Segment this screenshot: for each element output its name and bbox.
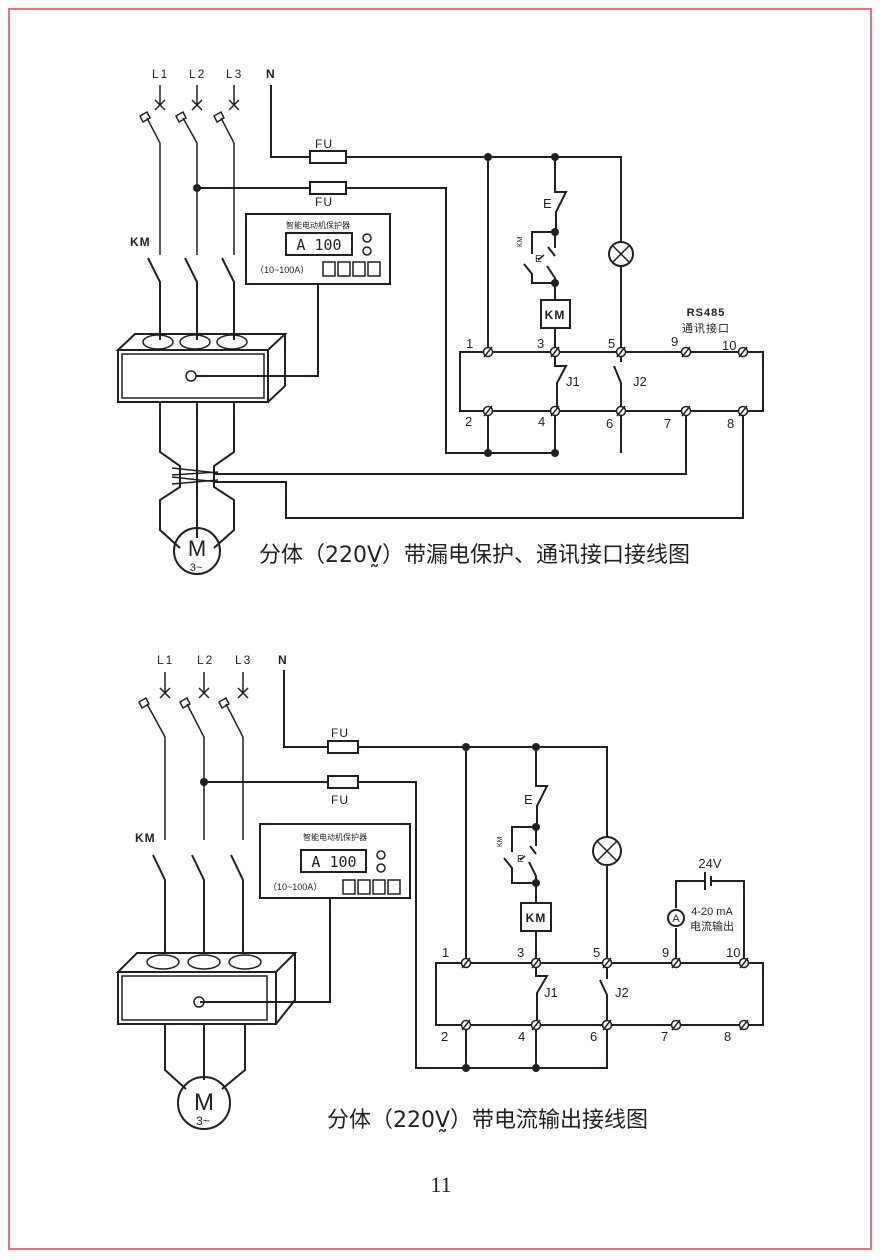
terminal-1: 1 <box>466 336 473 351</box>
fuse-1-label: FU <box>315 137 333 151</box>
terminal-8: 8 <box>724 1029 731 1044</box>
main-breaker <box>139 85 240 255</box>
terminal-3: 3 <box>537 336 544 351</box>
motor-protector: 智能电动机保护器 A 100 （10~100A） <box>200 823 411 1003</box>
protector-title: 智能电动机保护器 <box>286 220 350 230</box>
motor-symbol: M <box>188 536 206 561</box>
phase-label-l1: L1 <box>152 67 169 81</box>
page-border <box>8 8 872 1250</box>
neutral-label: N <box>266 67 275 81</box>
motor-sub: 3~ <box>196 1114 210 1128</box>
terminal-1: 1 <box>442 945 449 960</box>
ammeter <box>667 909 685 927</box>
page-number: 11 <box>430 1172 451 1197</box>
diagram-1-caption: 分体（220V̰）带漏电保护、通讯接口接线图 <box>259 543 690 568</box>
motor-sub: 3~ <box>190 562 203 574</box>
terminal-3: 3 <box>517 945 524 960</box>
aux-contact-label: KM <box>517 236 524 247</box>
terminal-6: 6 <box>590 1029 597 1044</box>
terminal-5: 5 <box>593 945 600 960</box>
start-button-label: E <box>517 854 524 865</box>
phase-label-l2: L2 <box>197 653 214 667</box>
terminal-board: 1 3 5 9 10 2 4 6 7 8 J1 J2 <box>435 945 764 1072</box>
current-output-range: 4-20 mA <box>691 906 733 918</box>
fuse-1-label: FU <box>331 726 349 740</box>
km-main-contacts <box>152 854 244 952</box>
protector-range: （10~100A） <box>268 882 322 892</box>
terminal-7: 7 <box>664 416 671 431</box>
terminal-board: 1 3 5 9 10 2 4 6 7 8 J1 J2 <box>459 334 764 457</box>
motor-protector: 智能电动机保护器 A 100 （10~100A） <box>196 213 391 377</box>
fuse-2 <box>309 181 347 195</box>
km-coil-label: KM <box>526 911 547 925</box>
fuse-2-label: FU <box>331 793 349 807</box>
terminal-6: 6 <box>606 416 613 431</box>
protector-range: （10~100A） <box>255 265 309 275</box>
terminal-5: 5 <box>608 336 615 351</box>
relay-j2-label: J2 <box>633 374 647 389</box>
protector-display: A 100 <box>311 853 356 871</box>
supply-voltage-label: 24V <box>698 856 721 871</box>
relay-j1-label: J1 <box>544 985 558 1000</box>
diagram-1: L1 L2 L3 N KM FU FU 智能电动机保 <box>115 67 764 575</box>
protector-title: 智能电动机保护器 <box>303 832 367 842</box>
start-button-label: E <box>535 254 542 265</box>
terminal-2: 2 <box>441 1029 448 1044</box>
km-coil-label: KM <box>545 308 566 322</box>
terminal-2: 2 <box>465 414 472 429</box>
diagram-2-caption: 分体（220V̰）带电流输出接线图 <box>327 1108 648 1133</box>
terminal-9: 9 <box>671 334 678 349</box>
stop-button-label: E <box>543 196 552 211</box>
terminal-10: 10 <box>722 338 736 353</box>
terminal-10: 10 <box>726 945 740 960</box>
comm-interface-label: 通讯接口 <box>682 322 730 335</box>
km-main-contacts <box>147 257 235 340</box>
relay-j1-label: J1 <box>566 374 580 389</box>
terminal-9: 9 <box>662 945 669 960</box>
stop-button-label: E <box>524 792 533 807</box>
rs485-label: RS485 <box>687 307 726 319</box>
current-transformer <box>115 952 298 1025</box>
motor <box>173 527 221 575</box>
terminal-4: 4 <box>518 1029 525 1044</box>
protector-display: A 100 <box>296 236 341 254</box>
current-output-loop: A 24V 4-20 mA 电流输出 <box>667 856 745 963</box>
contactor-label: KM <box>130 235 151 249</box>
terminal-4: 4 <box>538 414 545 429</box>
motor-symbol: M <box>194 1089 214 1116</box>
fuse-2 <box>327 775 359 789</box>
relay-j2-label: J2 <box>615 985 629 1000</box>
fuse-1 <box>327 740 359 754</box>
phase-label-l2: L2 <box>189 67 206 81</box>
terminal-7: 7 <box>661 1029 668 1044</box>
terminal-8: 8 <box>727 416 734 431</box>
contactor-label: KM <box>135 831 156 845</box>
fuse-1 <box>309 150 347 164</box>
main-breaker <box>138 672 249 840</box>
aux-contact-label: KM <box>497 836 504 847</box>
fuse-2-label: FU <box>315 195 333 209</box>
diagram-2: L1 L2 L3 N KM FU FU 智能电动机保护器 A 10 <box>115 653 764 1133</box>
phase-label-l3: L3 <box>235 653 252 667</box>
current-transformer <box>115 333 288 403</box>
motor <box>177 1076 231 1130</box>
ammeter-label: A <box>672 913 680 925</box>
current-output-label: 电流输出 <box>690 919 734 933</box>
neutral-label: N <box>278 653 287 667</box>
phase-label-l3: L3 <box>226 67 243 81</box>
phase-label-l1: L1 <box>157 653 174 667</box>
